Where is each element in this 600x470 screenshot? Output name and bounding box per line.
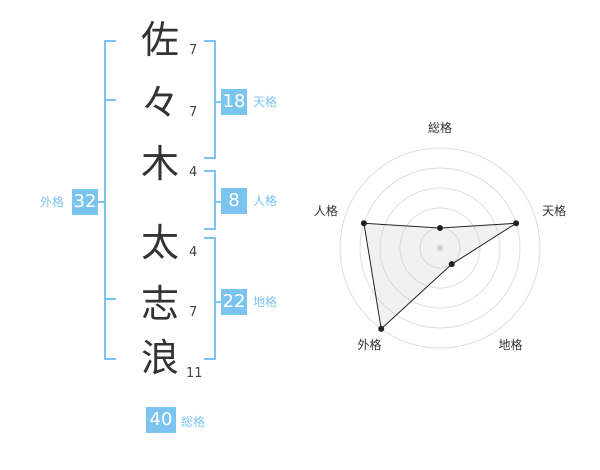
jinkaku-bracket bbox=[204, 170, 216, 230]
radar-ring-5 bbox=[339, 147, 541, 349]
stroke-count-1: 7 bbox=[189, 43, 198, 58]
tenkaku-badge: 18 bbox=[221, 89, 247, 115]
stroke-count-6: 11 bbox=[186, 366, 203, 381]
stroke-count-3: 4 bbox=[189, 165, 198, 180]
name-char-1: 佐 bbox=[140, 18, 179, 62]
radar-series-polygon bbox=[363, 222, 517, 330]
radar-axis-label-4: 外格 bbox=[357, 337, 381, 352]
tenkaku-label: 天格 bbox=[253, 95, 278, 109]
radar-point-2 bbox=[513, 220, 520, 227]
radar-axis-label-1: 総格 bbox=[428, 120, 452, 135]
chikaku-label: 地格 bbox=[253, 295, 278, 309]
name-char-3: 木 bbox=[140, 142, 179, 186]
soukaku-label: 総格 bbox=[181, 415, 206, 429]
radar-axis-label-5: 人格 bbox=[314, 203, 338, 218]
radar-ring-2 bbox=[399, 207, 481, 289]
name-char-2: 々 bbox=[140, 81, 179, 125]
radar-point-5 bbox=[360, 220, 367, 227]
jinkaku-connector bbox=[214, 201, 222, 203]
name-char-4: 太 bbox=[140, 221, 179, 265]
name-char-6: 浪 bbox=[140, 336, 179, 380]
chikaku-bracket bbox=[204, 237, 216, 360]
radar-point-3 bbox=[448, 261, 455, 268]
gaikaku-bracket bbox=[104, 40, 116, 360]
gaikaku-bracket-mid bbox=[104, 99, 116, 101]
gaikaku-connector bbox=[96, 201, 106, 203]
stroke-count-2: 7 bbox=[189, 105, 198, 120]
stroke-count-4: 4 bbox=[189, 245, 198, 260]
radar-ring-3 bbox=[379, 187, 501, 309]
jinkaku-label: 人格 bbox=[253, 194, 278, 208]
name-char-5: 志 bbox=[140, 282, 179, 326]
radar-axis-label-2: 天格 bbox=[542, 203, 566, 218]
chikaku-badge: 22 bbox=[221, 289, 247, 315]
radar-axis-label-3: 地格 bbox=[499, 337, 523, 352]
radar-ring-4 bbox=[359, 167, 521, 329]
radar-point-4 bbox=[378, 325, 385, 332]
chikaku-connector bbox=[214, 301, 222, 303]
radar-center-dot bbox=[437, 245, 443, 251]
stroke-count-5: 7 bbox=[189, 305, 198, 320]
gaikaku-badge: 32 bbox=[72, 189, 98, 215]
gaikaku-bracket-mid-2 bbox=[104, 298, 116, 300]
tenkaku-bracket bbox=[204, 40, 216, 159]
jinkaku-badge: 8 bbox=[221, 188, 247, 214]
radar-point-1 bbox=[437, 225, 443, 231]
gaikaku-label: 外格 bbox=[40, 195, 65, 209]
tenkaku-connector bbox=[214, 101, 222, 103]
soukaku-badge: 40 bbox=[146, 407, 176, 433]
